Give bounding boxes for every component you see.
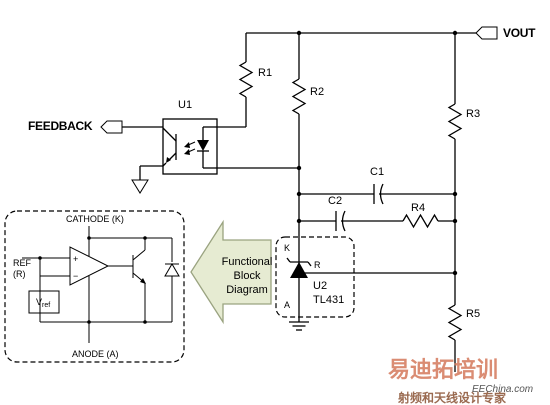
functional-block-callout: Functional Block Diagram — [190, 219, 273, 325]
watermark-site: EEChina.com — [472, 384, 533, 395]
watermark-tagline: 射频和天线设计专家 — [397, 390, 507, 405]
vout-rail — [246, 30, 476, 36]
resistor-r2: R2 — [291, 33, 324, 255]
resistor-r4: R4 — [402, 202, 455, 229]
resistor-r5: R5 — [447, 304, 480, 372]
u2-label: U2 — [313, 280, 327, 292]
vout-terminal: VOUT — [475, 26, 536, 40]
r1-label: R1 — [258, 67, 272, 79]
cathode-label: CATHODE (K) — [66, 214, 124, 224]
c1-label: C1 — [370, 166, 384, 178]
u2-pin-r: R — [314, 260, 321, 270]
vout-label: VOUT — [503, 26, 536, 40]
r5-label: R5 — [466, 308, 480, 320]
opamp-minus: − — [73, 271, 78, 281]
vref-label: Vref — [36, 297, 50, 309]
feedback-terminal: FEEDBACK — [28, 119, 163, 134]
opto-ground — [131, 165, 163, 194]
u1-label: U1 — [178, 99, 192, 111]
c2-label: C2 — [328, 195, 342, 207]
watermark-brand: 易迪拓培训 — [388, 357, 498, 383]
anode-label: ANODE (A) — [72, 349, 119, 359]
watermark: 易迪拓培训 EEChina.com 射频和天线设计专家 — [388, 357, 533, 405]
capacitor-c2: C2 — [299, 195, 403, 232]
resistor-r3: R3 — [447, 33, 480, 305]
ref-label: REF — [13, 258, 32, 268]
u2-pin-a: A — [284, 300, 290, 310]
u2-pin-k: K — [284, 243, 290, 253]
functional-block-diagram: CATHODE (K) ANODE (A) REF (R) + − Vref — [4, 210, 185, 363]
r2-label: R2 — [310, 86, 324, 98]
r4-label: R4 — [411, 202, 425, 214]
feedback-label: FEEDBACK — [28, 119, 93, 133]
resistor-r1: R1 — [238, 33, 272, 127]
callout-line-1: Functional — [222, 256, 273, 268]
u2-ground — [289, 321, 309, 331]
ref-pin-label: (R) — [13, 269, 26, 279]
optocoupler-u1: U1 — [162, 99, 299, 175]
shunt-regulator-u2: K A R U2 TL431 — [275, 236, 455, 322]
u2-part-number: TL431 — [313, 294, 344, 306]
opamp-plus: + — [73, 254, 78, 264]
r3-label: R3 — [466, 108, 480, 120]
callout-line-2: Block — [234, 270, 261, 282]
callout-line-3: Diagram — [226, 284, 268, 296]
capacitor-c1: C1 — [299, 166, 455, 205]
